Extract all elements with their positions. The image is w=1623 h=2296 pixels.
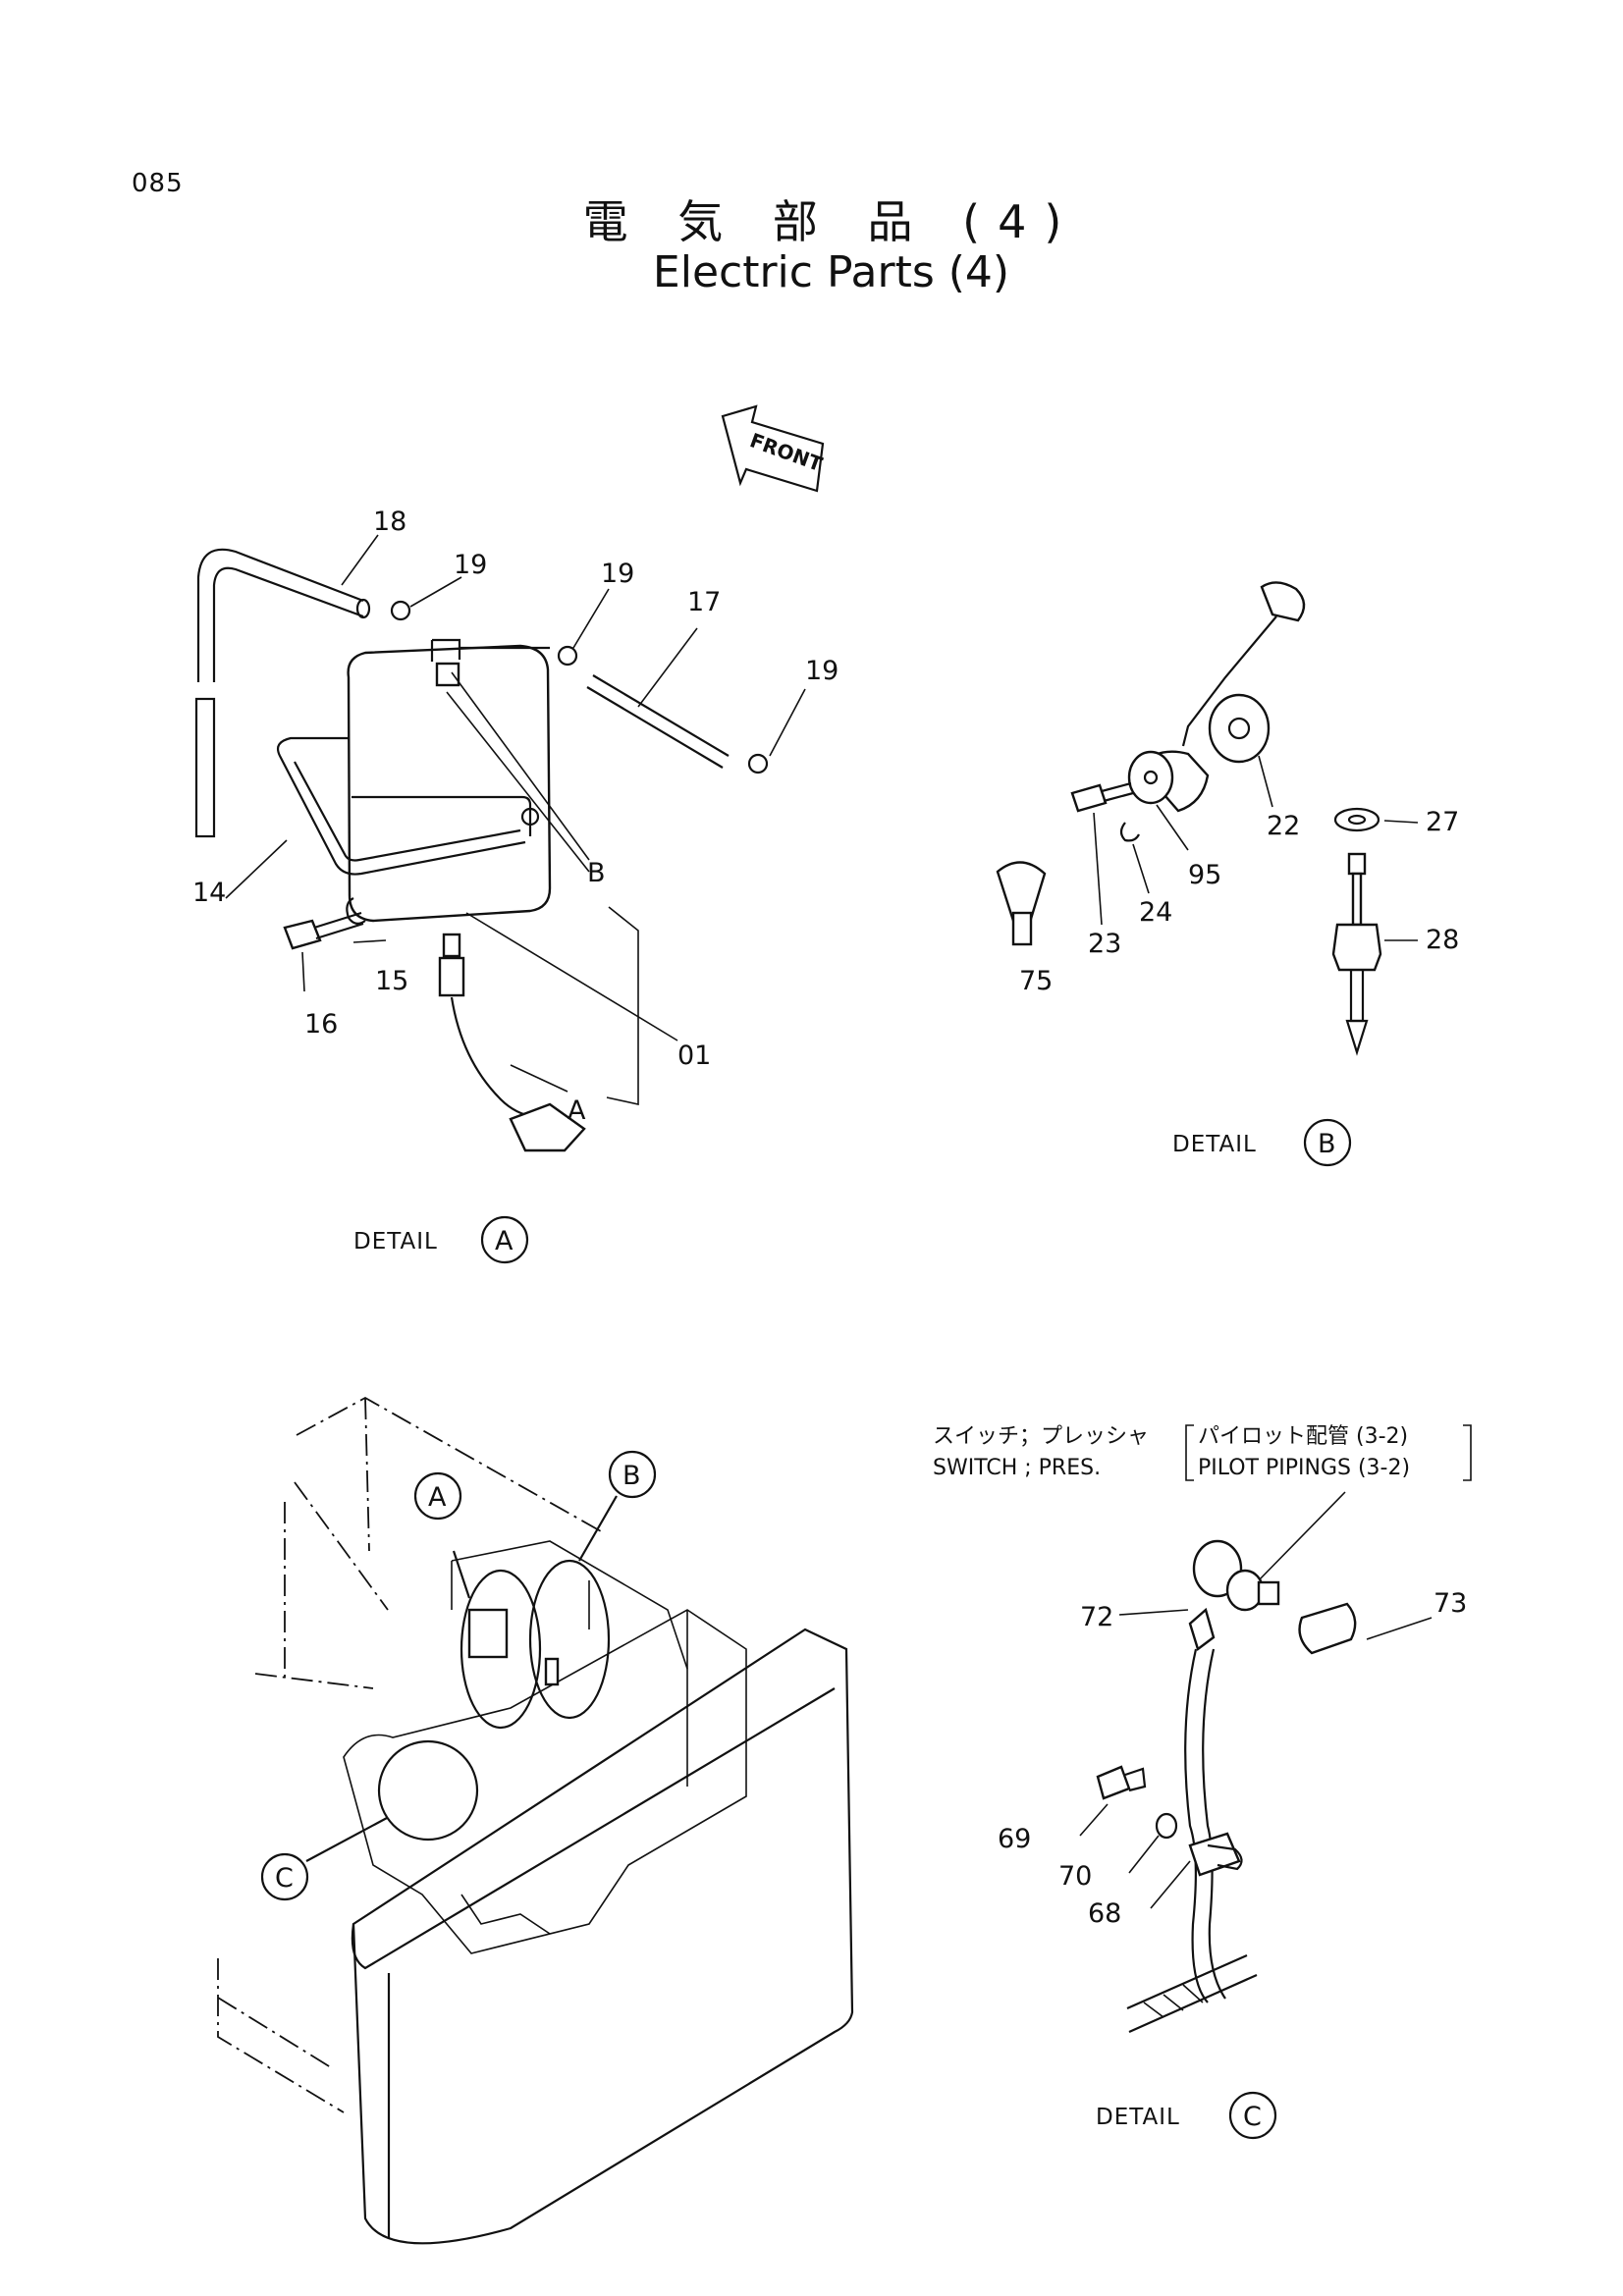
callout-19: 19 [805, 656, 839, 686]
overview-circle-a [413, 1471, 462, 1521]
detail-b-drawing [996, 581, 1419, 1056]
callout-70: 70 [1058, 1861, 1092, 1892]
bracket-right [1463, 1424, 1472, 1481]
overview-label-c: C [275, 1863, 294, 1894]
note-piping-jp: パイロット配管 (3-2) [1198, 1424, 1408, 1449]
detail-c-letter: C [1243, 2102, 1262, 2132]
detail-a-caption: DETAIL [353, 1229, 438, 1255]
callout-95: 95 [1188, 860, 1221, 890]
note-switch-jp: スイッチ；プレッシャ [933, 1424, 1149, 1449]
detail-c-circle [1228, 2091, 1277, 2140]
page-number: 085 [132, 169, 184, 198]
callout-17: 17 [687, 587, 721, 617]
callout-b-letter: B [587, 858, 606, 888]
detail-b-circle [1303, 1118, 1352, 1167]
callout-69: 69 [998, 1824, 1031, 1854]
overview-drawing [217, 1396, 854, 2245]
callout-a-letter: A [568, 1095, 586, 1126]
note-piping-en: PILOT PIPINGS (3-2) [1198, 1456, 1410, 1480]
callout-18: 18 [373, 507, 406, 537]
callout-24: 24 [1139, 897, 1172, 928]
callout-23: 23 [1088, 929, 1121, 959]
detail-a-drawing [194, 534, 806, 1152]
callout-16: 16 [304, 1009, 338, 1040]
detail-c-caption: DETAIL [1096, 2105, 1180, 2130]
detail-b-letter: B [1318, 1129, 1336, 1159]
callout-72: 72 [1080, 1602, 1113, 1632]
detail-a-letter: A [495, 1226, 514, 1256]
bracket-left [1185, 1424, 1194, 1481]
overview-circle-b [608, 1450, 657, 1499]
callout-01: 01 [677, 1041, 711, 1071]
callout-19: 19 [601, 559, 634, 589]
callout-27: 27 [1426, 807, 1459, 837]
overview-label-a: A [428, 1482, 447, 1513]
callout-19: 19 [454, 550, 487, 580]
callout-68: 68 [1088, 1898, 1121, 1929]
overview-circle-c [260, 1852, 309, 1901]
callout-15: 15 [375, 966, 408, 996]
detail-a-circle [480, 1215, 529, 1264]
overview-label-b: B [622, 1461, 641, 1491]
detail-b-caption: DETAIL [1172, 1132, 1257, 1157]
front-label: FRONT [747, 428, 826, 476]
page-title-japanese: 電 気 部 品 (4) [582, 195, 1080, 248]
callout-73: 73 [1434, 1588, 1467, 1619]
note-switch-en: SWITCH ; PRES. [933, 1456, 1101, 1480]
callout-28: 28 [1426, 925, 1459, 955]
callout-14: 14 [192, 878, 226, 908]
detail-c-drawing [1079, 1491, 1433, 2034]
front-arrow-icon: FRONT [721, 404, 826, 493]
callout-75: 75 [1019, 966, 1053, 996]
callout-22: 22 [1267, 811, 1300, 841]
page-title-english: Electric Parts (4) [652, 247, 1010, 297]
